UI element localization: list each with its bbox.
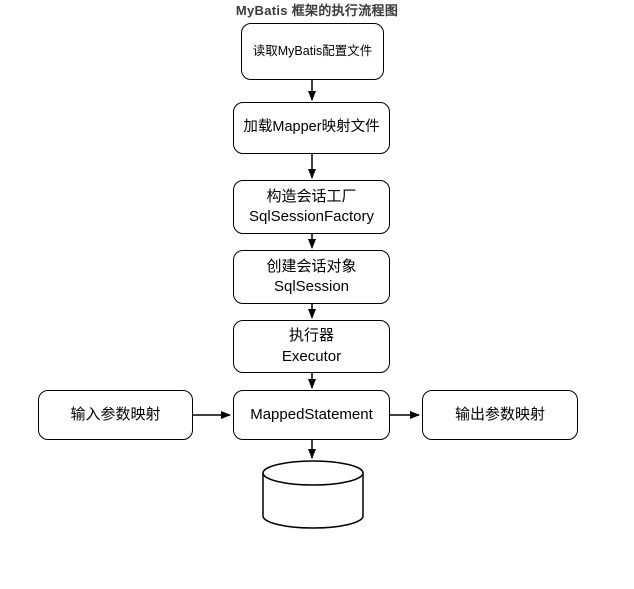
- node-read-config: 读取MyBatis配置文件: [241, 23, 384, 80]
- node-read-config-label: 读取MyBatis配置文件: [252, 44, 373, 59]
- node-output-mapping: 输出参数映射: [422, 390, 578, 440]
- node-output-mapping-label: 输出参数映射: [454, 405, 545, 423]
- node-create-session-label-cn: 创建会话对象: [266, 257, 357, 275]
- node-mapped-statement: MappedStatement: [233, 390, 390, 440]
- node-build-factory: 构造会话工厂 SqlSessionFactory: [233, 180, 390, 234]
- database-cylinder-top: [262, 460, 364, 486]
- node-input-mapping: 输入参数映射: [38, 390, 193, 440]
- node-create-session-label-en: SqlSession: [273, 278, 350, 295]
- database-cylinder-body: [262, 473, 364, 529]
- node-load-mapper-label: 加载Mapper映射文件: [243, 119, 380, 136]
- node-executor-label-en: Executor: [281, 347, 342, 365]
- diagram-caption: MyBatis 框架的执行流程图: [235, 3, 399, 18]
- node-build-factory-label-en: SqlSessionFactory: [248, 208, 375, 225]
- node-build-factory-label-cn: 构造会话工厂: [266, 187, 357, 205]
- node-executor: 执行器 Executor: [233, 320, 390, 373]
- node-executor-label-cn: 执行器: [288, 327, 334, 345]
- node-mapped-statement-label: MappedStatement: [250, 405, 373, 423]
- database-cylinder: [262, 460, 364, 529]
- node-load-mapper: 加载Mapper映射文件: [233, 102, 390, 154]
- node-input-mapping-label: 输入参数映射: [70, 405, 161, 423]
- node-create-session: 创建会话对象 SqlSession: [233, 250, 390, 304]
